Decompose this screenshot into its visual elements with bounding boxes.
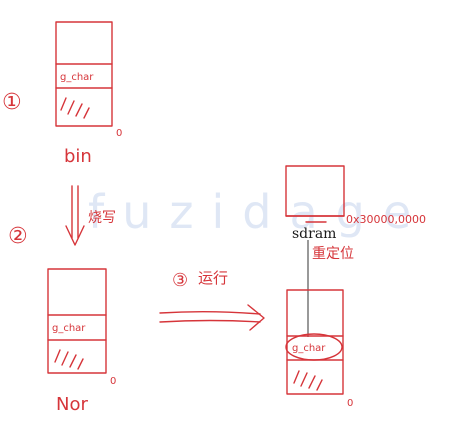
relocate-label: 重定位	[312, 246, 354, 262]
bin-memory-block	[55, 21, 113, 127]
bin-label: bin	[64, 146, 92, 167]
target-g-char-label: g_char	[292, 343, 326, 354]
bin-zero-label: 0	[116, 128, 122, 139]
target-memory-block	[285, 289, 344, 395]
bin-g-char-label: g_char	[60, 72, 94, 83]
sdram-address-label: 0x30000,0000	[346, 213, 426, 226]
target-zero-label: 0	[347, 398, 353, 409]
burn-label: 烧写	[88, 210, 116, 226]
step3-marker: ③	[172, 270, 188, 291]
run-arrow	[159, 304, 265, 331]
watermark: fuzidage	[88, 185, 429, 239]
step2-marker: ②	[8, 224, 28, 249]
sdram-label: sdram	[292, 226, 336, 242]
nor-hatch	[54, 349, 84, 370]
sdram-memory-block	[285, 165, 345, 223]
burn-arrow	[65, 185, 85, 246]
g-char-highlight-circle	[285, 333, 343, 361]
nor-memory-block	[47, 268, 107, 374]
step1-marker: ①	[2, 90, 22, 115]
nor-label: Nor	[56, 394, 88, 415]
run-label: 运行	[198, 269, 228, 287]
target-hatch	[293, 370, 323, 391]
nor-g-char-label: g_char	[52, 323, 86, 334]
bin-hatch	[60, 97, 90, 119]
nor-zero-label: 0	[110, 376, 116, 387]
